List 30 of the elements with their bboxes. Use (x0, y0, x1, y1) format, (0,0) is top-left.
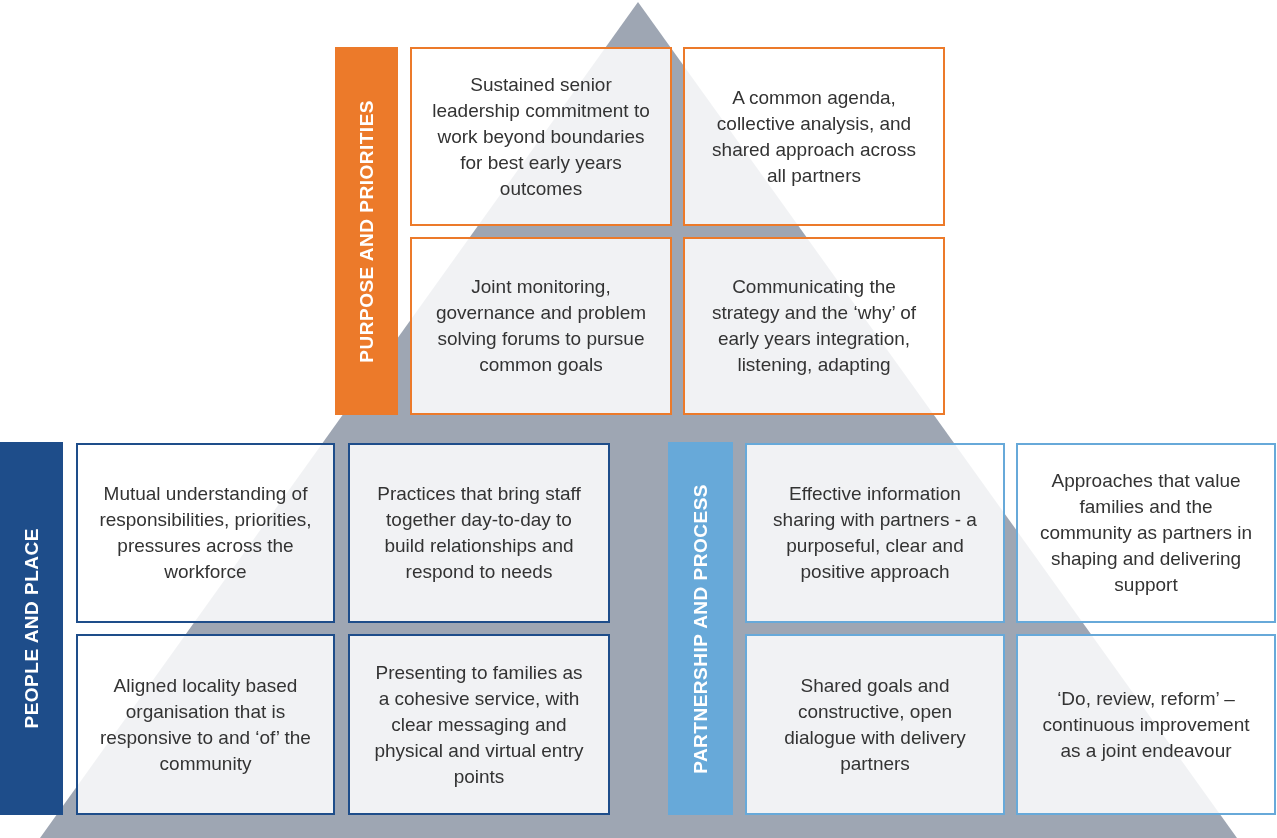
text-box (76, 443, 335, 623)
category-title: PEOPLE AND PLACE (20, 528, 43, 729)
text-box (76, 634, 335, 815)
text-box (1016, 443, 1276, 623)
text-box (348, 634, 610, 815)
box-text: Shared goals and constructive, open dialogue with delivery partners (783, 673, 967, 776)
text-box (410, 237, 672, 415)
text-box (683, 237, 945, 415)
box-text: Presenting to families as a cohesive service, with clear messaging and physical and virtual entry points (373, 660, 585, 789)
box-text: Communicating the strategy and the ‘why’ of early years integration, listening, adapting (710, 275, 918, 377)
box-text: Practices that bring staff together day-to-day to build relationships and respond to needs (376, 482, 582, 584)
box-text: Joint monitoring, governance and problem solving forums to pursue common goals (434, 275, 648, 377)
box-text: Effective information sharing with partners - a purposeful, clear and positive approach (772, 482, 978, 584)
text-box (410, 47, 672, 226)
text-box (348, 443, 610, 623)
text-box (745, 634, 1005, 815)
text-box (1016, 634, 1276, 815)
category-title: PARTNERSHIP AND PROCESS (689, 483, 712, 774)
box-text: A common agenda, collective analysis, and shared approach across all partners (711, 85, 917, 188)
box-text: Mutual understanding of responsibilities, priorities, pressures across the workforce (98, 482, 313, 584)
box-text: Approaches that value families and the community as partners in shaping and delivering support (1038, 469, 1254, 597)
text-box (683, 47, 945, 226)
category-title: PURPOSE AND PRIORITIES (355, 99, 378, 363)
category-band (335, 47, 398, 415)
box-text: Aligned locality based organisation that is responsive to and ‘of’ the community (99, 673, 312, 776)
text-box (745, 443, 1005, 623)
box-text: ‘Do, review, reform’ – continuous improvement as a joint endeavour (1041, 686, 1251, 763)
category-band (668, 442, 733, 815)
category-band (0, 442, 63, 815)
box-text: Sustained senior leadership commitment to work beyond boundaries for best early years outcomes (431, 72, 651, 201)
